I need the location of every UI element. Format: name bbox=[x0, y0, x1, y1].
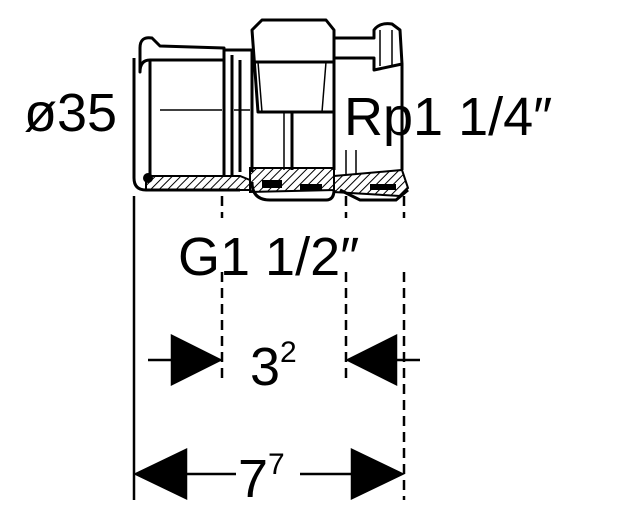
press-sleeve bbox=[132, 36, 240, 192]
fitting-body bbox=[160, 48, 254, 172]
inner-thread-label: Rp1 1/4″ bbox=[344, 87, 553, 147]
threaded-end bbox=[332, 22, 404, 174]
overall-dimension-base: 7 bbox=[238, 449, 269, 509]
union-nut bbox=[250, 18, 336, 170]
overall-dimension-arrows bbox=[133, 448, 405, 500]
overall-dimension-sup: 7 bbox=[268, 448, 285, 481]
outer-thread-label: G1 1/2″ bbox=[178, 227, 360, 287]
short-dimension-arrows bbox=[148, 333, 420, 387]
pipe-diameter-label: ø35 bbox=[24, 83, 118, 143]
extension-lines bbox=[132, 196, 406, 500]
overall-dimension-label: 77 bbox=[238, 449, 285, 509]
short-dimension-base: 3 bbox=[250, 337, 281, 397]
short-dimension-sup: 2 bbox=[280, 336, 297, 369]
section-hatching bbox=[143, 167, 410, 202]
short-dimension-label: 32 bbox=[250, 337, 297, 397]
